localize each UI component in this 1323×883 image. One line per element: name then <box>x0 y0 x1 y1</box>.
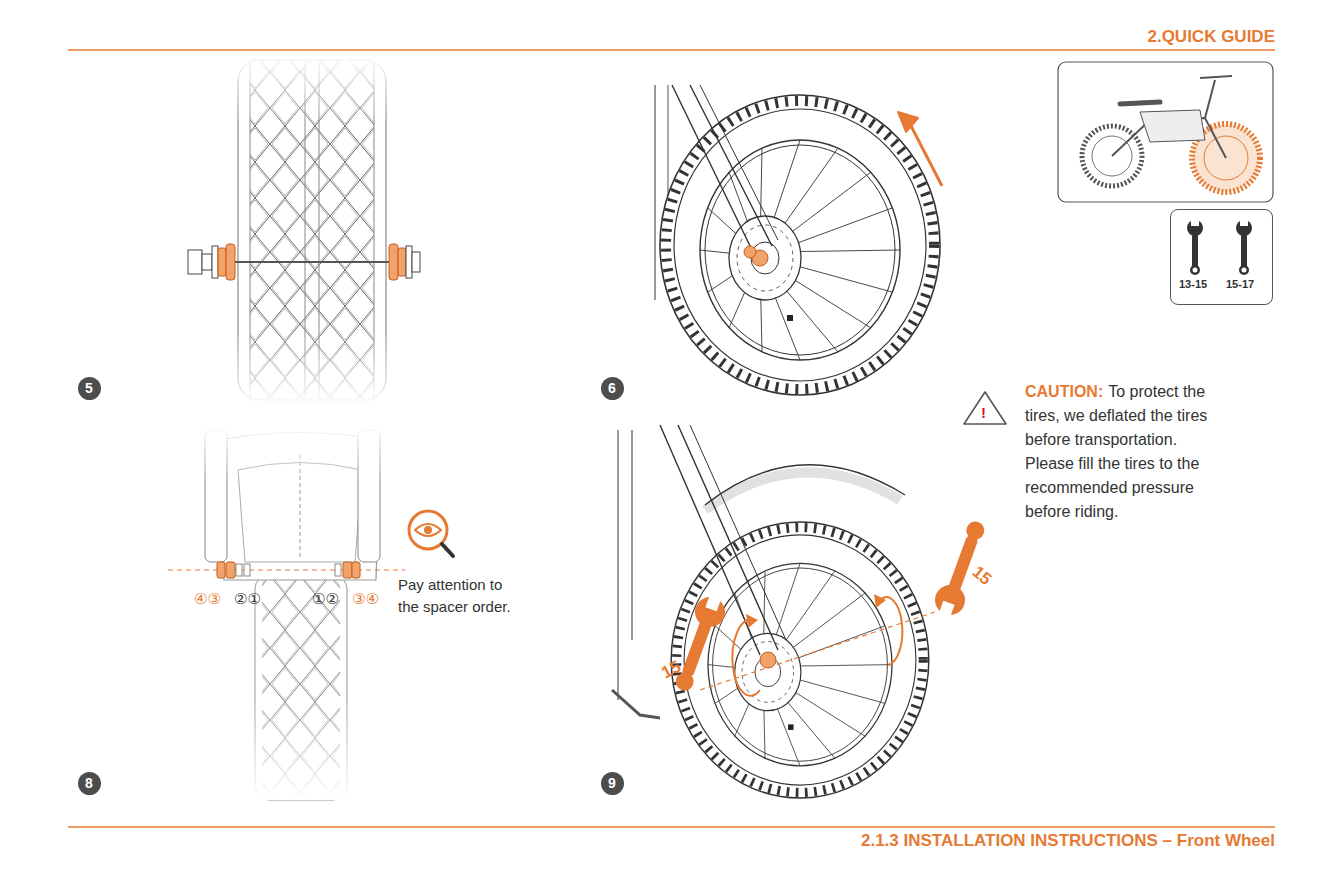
step5-figure <box>60 55 560 405</box>
footer-rule <box>68 826 1275 828</box>
step-number: 8 <box>78 772 101 795</box>
step-number: 6 <box>601 377 624 400</box>
step-number-text: 8 <box>85 776 93 790</box>
spacer-number: ②① <box>234 590 261 608</box>
step-number: 5 <box>78 377 101 400</box>
step9-figure <box>612 425 992 798</box>
spacer-number: ④③ <box>194 590 221 608</box>
step-number: 9 <box>601 772 624 795</box>
step-number-text: 5 <box>85 381 93 395</box>
caution-heading: CAUTION: <box>1025 383 1103 400</box>
bike-thumbnail <box>1058 62 1273 202</box>
warning-triangle <box>964 392 1006 424</box>
page-header: 2.QUICK GUIDE <box>1147 27 1275 47</box>
section-footer: 2.1.3 INSTALLATION INSTRUCTIONS – Front … <box>861 831 1275 851</box>
caution-text: To protect the tires, we deflated the ti… <box>1025 383 1207 520</box>
step6-figure <box>655 85 942 395</box>
warning-mark: ! <box>981 404 986 422</box>
wrench-size: 15 <box>968 562 996 590</box>
wrench-size: 15-17 <box>1226 278 1254 290</box>
spacer-note: Pay attention to the spacer order. <box>398 574 518 618</box>
wrench-icons <box>1187 214 1252 275</box>
step-number-text: 9 <box>608 776 616 790</box>
step8-figure <box>60 425 560 800</box>
caution-note: CAUTION:To protect the tires, we deflate… <box>1025 380 1225 524</box>
spacer-number: ③④ <box>352 590 379 608</box>
step-number-text: 6 <box>608 381 616 395</box>
wrench-size: 13-15 <box>1179 278 1207 290</box>
spacer-number: ①② <box>312 590 339 608</box>
header-rule <box>68 49 1275 51</box>
tool-box: 13-15 15-17 <box>1170 209 1273 305</box>
